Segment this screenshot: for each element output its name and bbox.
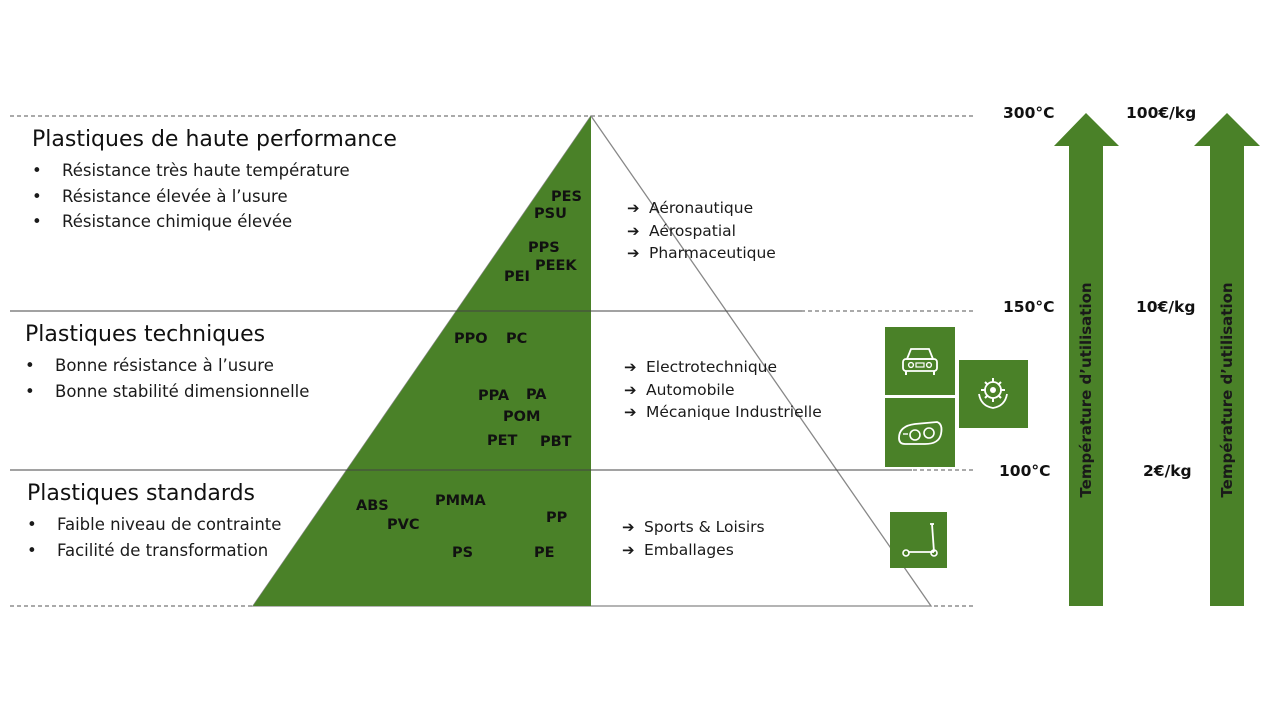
polymer-label: PMMA — [435, 493, 486, 509]
scooter-icon — [890, 512, 947, 568]
application-item: ➔ Automobile — [624, 379, 822, 402]
bullet-item: Résistance chimique élevée — [32, 209, 397, 235]
applications-technical: ➔ Electrotechnique ➔ Automobile ➔ Mécanique… — [624, 356, 822, 424]
bullet-item: Bonne stabilité dimensionnelle — [25, 379, 309, 405]
polymer-label: PBT — [540, 434, 572, 450]
polymer-label: PS — [452, 545, 474, 561]
price-value: 100€/kg — [1126, 104, 1197, 122]
price-arrow-label: Température d’utilisation — [1218, 282, 1236, 498]
polymer-label: POM — [503, 409, 541, 425]
tier-bullets: Résistance très haute température Résist… — [32, 158, 397, 235]
arrow-right-icon: ➔ — [624, 358, 637, 376]
arrow-right-icon: ➔ — [627, 221, 640, 240]
application-label: Pharmaceutique — [649, 244, 776, 262]
arrow-right-icon: ➔ — [627, 244, 640, 262]
application-item: ➔ Mécanique Industrielle — [624, 401, 822, 424]
tier-title: Plastiques standards — [27, 481, 256, 506]
application-label: Aérospatial — [649, 221, 736, 240]
polymer-label: PP — [546, 510, 568, 526]
polymer-label: PSU — [534, 206, 567, 222]
polymer-label: PPA — [478, 388, 510, 404]
polymer-label: PEEK — [535, 258, 577, 274]
car-icon — [885, 327, 955, 395]
application-label: Mécanique Industrielle — [646, 403, 822, 421]
tier-title: Plastiques de haute performance — [32, 127, 397, 152]
polymer-label: PA — [526, 387, 547, 403]
arrow-right-icon: ➔ — [624, 403, 637, 421]
tier-high-performance: Plastiques de haute performance Résistan… — [32, 127, 397, 235]
application-label: Electrotechnique — [646, 358, 778, 376]
headlight-icon — [885, 398, 955, 467]
temperature-arrow-label: Température d’utilisation — [1077, 282, 1095, 498]
application-label: Emballages — [644, 540, 734, 559]
temperature-value: 150°C — [1003, 298, 1055, 316]
polymer-label: PPO — [454, 331, 488, 347]
polymer-label: PPS — [528, 240, 560, 256]
price-value: 10€/kg — [1136, 298, 1196, 316]
tier-bullets: Bonne résistance à l’usure Bonne stabili… — [25, 353, 309, 404]
application-item: ➔ Aéronautique — [627, 197, 776, 220]
application-item: ➔ Sports & Loisirs — [622, 516, 765, 539]
temperature-value: 100°C — [999, 462, 1051, 480]
temperature-arrow — [1054, 113, 1119, 606]
arrow-right-icon: ➔ — [622, 518, 635, 536]
price-arrow — [1194, 113, 1260, 606]
polymer-label: PEI — [504, 269, 530, 285]
polymer-label: PE — [534, 545, 555, 561]
polymer-label: ABS — [356, 498, 389, 514]
tier-bullets: Faible niveau de contrainte Facilité de … — [27, 512, 281, 563]
gear-hand-icon — [959, 360, 1028, 428]
application-label: Aéronautique — [649, 199, 754, 217]
arrow-right-icon: ➔ — [622, 540, 635, 559]
applications-high-performance: ➔ Aéronautique ➔ Aérospatial ➔ Pharmaceutiq… — [627, 197, 776, 265]
temperature-value: 300°C — [1003, 104, 1055, 122]
bullet-item: Faible niveau de contrainte — [27, 512, 281, 538]
bullet-item: Facilité de transformation — [27, 538, 281, 564]
bullet-item: Résistance élevée à l’usure — [32, 184, 397, 210]
arrow-right-icon: ➔ — [627, 199, 640, 217]
tier-title: Plastiques techniques — [25, 322, 266, 347]
pyramid-green-half — [253, 116, 591, 606]
bullet-item: Résistance très haute température — [32, 158, 397, 184]
price-value: 2€/kg — [1143, 462, 1192, 480]
applications-standard: ➔ Sports & Loisirs ➔ Emballages — [622, 516, 765, 561]
polymer-label: PES — [551, 189, 582, 205]
application-item: ➔ Electrotechnique — [624, 356, 822, 379]
application-label: Sports & Loisirs — [644, 518, 765, 536]
application-item: ➔ Aérospatial — [627, 220, 776, 243]
polymer-label: PVC — [387, 517, 420, 533]
tier-technical: Plastiques techniques Bonne résistance à… — [25, 322, 309, 404]
polymer-label: PC — [506, 331, 528, 347]
application-label: Automobile — [646, 380, 735, 399]
application-item: ➔ Emballages — [622, 539, 765, 562]
bullet-item: Bonne résistance à l’usure — [25, 353, 309, 379]
application-item: ➔ Pharmaceutique — [627, 242, 776, 265]
arrow-right-icon: ➔ — [624, 380, 637, 399]
polymer-label: PET — [487, 433, 518, 449]
tier-standard: Plastiques standards Faible niveau de co… — [27, 481, 281, 563]
